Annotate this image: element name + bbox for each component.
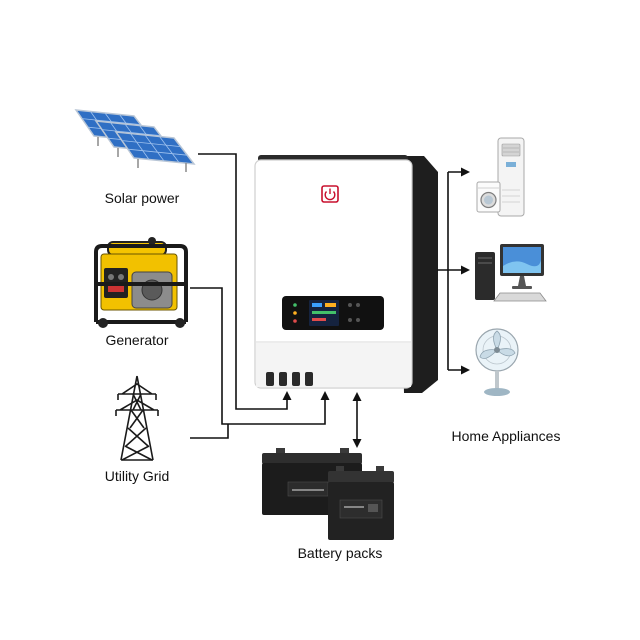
ac-display bbox=[506, 162, 516, 167]
inverter-body bbox=[254, 159, 413, 389]
battery-warning-icons bbox=[368, 504, 378, 512]
generator-to-inverter-line bbox=[190, 287, 326, 425]
inverter-button bbox=[356, 303, 360, 307]
monitor-screen-wave bbox=[503, 260, 541, 273]
battery-lid bbox=[262, 453, 362, 464]
washer-door-glass bbox=[484, 195, 493, 205]
generator-arrowhead bbox=[320, 391, 330, 400]
battery-packs-label: Battery packs bbox=[298, 545, 383, 561]
solar-power-label: Solar power bbox=[105, 190, 180, 206]
generator-tube-frame bbox=[94, 244, 188, 324]
generator-icon bbox=[94, 237, 188, 328]
tower-bracing bbox=[121, 393, 153, 461]
generator-wheel bbox=[175, 318, 185, 328]
generator-wheel bbox=[98, 318, 108, 328]
battery-terminal bbox=[376, 466, 384, 472]
fan-pole bbox=[495, 371, 499, 389]
ac-vent-slats bbox=[503, 147, 519, 153]
panel-stand bbox=[137, 159, 187, 172]
computer-tower bbox=[475, 252, 495, 300]
battery-terminal bbox=[340, 448, 349, 454]
inverter-terminals bbox=[266, 372, 313, 386]
tower-insulators bbox=[115, 394, 159, 416]
fan-blades bbox=[479, 330, 516, 359]
generator-label: Generator bbox=[105, 332, 168, 348]
fan-hub bbox=[494, 347, 500, 353]
battery-terminal bbox=[336, 466, 344, 472]
hybrid-inverter-icon bbox=[254, 155, 438, 393]
panel-frame bbox=[114, 131, 196, 165]
terminal-connector bbox=[279, 372, 287, 386]
solar-arrowhead bbox=[282, 391, 292, 400]
inverter-button bbox=[348, 303, 352, 307]
solar-to-inverter-line bbox=[198, 153, 288, 410]
generator-fuel-cap bbox=[148, 237, 156, 245]
display-segment bbox=[325, 303, 336, 307]
panel-grid bbox=[121, 133, 188, 163]
fan-base bbox=[484, 388, 510, 396]
battery-terminal bbox=[276, 448, 285, 454]
power-logo-icon bbox=[321, 185, 339, 203]
tower-legs bbox=[120, 375, 154, 461]
home-appliances-label: Home Appliances bbox=[452, 428, 561, 444]
load-arrowhead-1 bbox=[461, 167, 470, 177]
generator-switch bbox=[108, 286, 124, 292]
electric-fan-icon bbox=[475, 328, 519, 396]
keyboard bbox=[493, 292, 547, 302]
battery-icon bbox=[262, 448, 394, 540]
monitor-base bbox=[512, 286, 532, 289]
display-segment bbox=[312, 303, 322, 307]
battery-lid bbox=[328, 471, 394, 483]
battery-small bbox=[328, 466, 394, 540]
battery-arrowhead-down bbox=[352, 439, 362, 448]
desktop-computer-icon bbox=[475, 244, 547, 302]
inverter-to-loads-line bbox=[437, 171, 462, 371]
grid-to-inverter-line bbox=[190, 424, 229, 439]
solar-panel-icon bbox=[74, 109, 196, 172]
load-arrowhead-2 bbox=[461, 265, 470, 275]
power-tower-icon bbox=[115, 375, 159, 461]
washing-machine-icon bbox=[476, 181, 501, 213]
status-led bbox=[293, 319, 297, 323]
battery-label-plate bbox=[287, 481, 329, 497]
ac-cabinet bbox=[497, 137, 525, 217]
generator-outlet bbox=[118, 274, 124, 280]
terminal-connector bbox=[292, 372, 300, 386]
terminal-connector bbox=[266, 372, 274, 386]
inverter-button bbox=[356, 318, 360, 322]
status-led bbox=[293, 303, 297, 307]
logo-power-symbol bbox=[324, 188, 336, 201]
battery-arrowhead-up bbox=[352, 392, 362, 401]
utility-grid-label: Utility Grid bbox=[105, 468, 170, 484]
connector-lines bbox=[190, 153, 470, 448]
inverter-button bbox=[348, 318, 352, 322]
status-led bbox=[293, 311, 297, 315]
solar-panel-3 bbox=[114, 131, 196, 172]
generator-outlet bbox=[108, 274, 114, 280]
ac-grille bbox=[502, 189, 520, 203]
generator-fuel-tank bbox=[107, 241, 167, 256]
display-segment bbox=[312, 318, 326, 321]
display-segment bbox=[312, 311, 336, 314]
terminal-connector bbox=[305, 372, 313, 386]
load-arrowhead-3 bbox=[461, 365, 470, 375]
tower-crossarms bbox=[116, 383, 158, 411]
tower-drive-bays bbox=[478, 257, 492, 264]
monitor-stand bbox=[518, 276, 526, 286]
air-conditioner-icon bbox=[497, 137, 525, 217]
ac-vent bbox=[501, 143, 521, 157]
